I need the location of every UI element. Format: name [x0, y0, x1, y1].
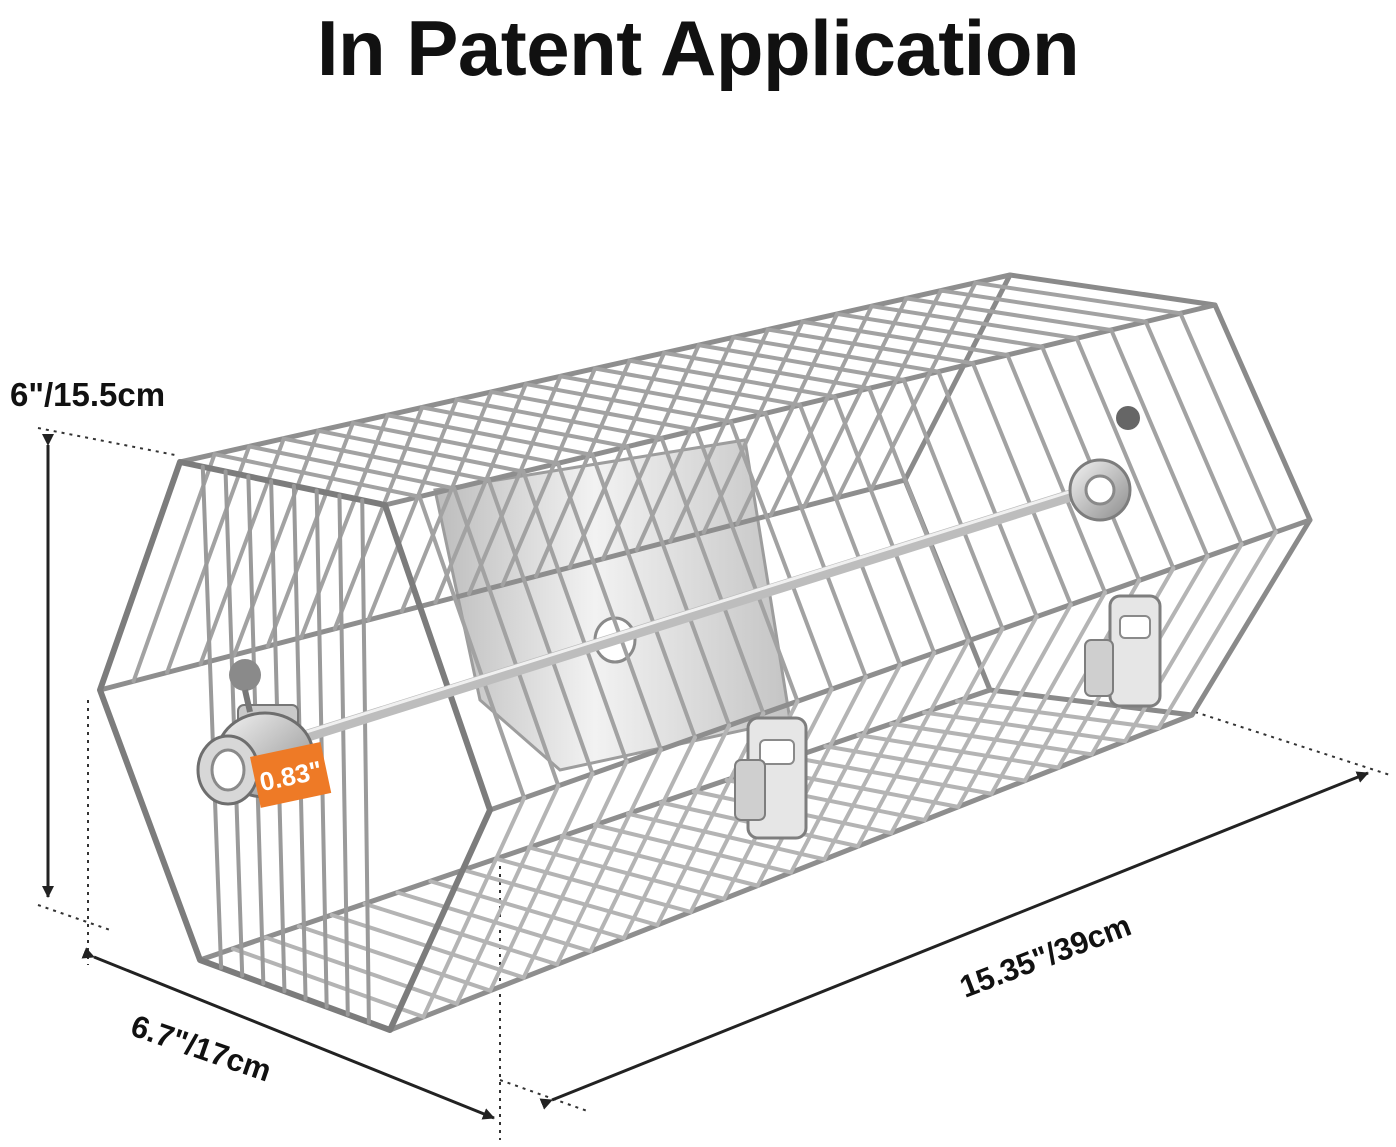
wire-bar	[768, 303, 1176, 571]
wire-bar-lower	[395, 735, 697, 954]
wire-bar-lower	[658, 638, 971, 849]
wire-bar-lower	[263, 783, 561, 1007]
wire-bar	[131, 451, 527, 800]
wire-bar	[835, 288, 1244, 547]
back-hub	[1068, 406, 1140, 522]
wire-bar-lower	[790, 590, 1107, 796]
wire-bar-lower	[362, 747, 663, 967]
wire-bar	[232, 428, 629, 764]
wire-bar	[668, 327, 1073, 607]
wire-bar	[701, 319, 1107, 595]
page-title: In Patent Application	[316, 4, 1080, 92]
front-wire	[200, 464, 224, 970]
wire-bar	[466, 374, 868, 680]
wire-bar	[299, 412, 697, 740]
dimension-arrows	[42, 434, 1369, 1120]
extension-lines	[37, 427, 1391, 1140]
wire-bar-lower	[428, 723, 732, 941]
spit-axle	[224, 474, 1126, 766]
wire-bar	[198, 436, 595, 776]
wire-bar-lower	[329, 759, 629, 980]
height-dimension-label: 6"/15.5cm	[10, 376, 166, 413]
wire-bar	[399, 389, 800, 704]
wire-bar-lower	[230, 795, 527, 1020]
wire-bar-lower	[461, 711, 766, 928]
front-wire	[360, 498, 371, 1025]
basket-front-frame	[97, 459, 493, 1033]
width-arrow	[81, 947, 495, 1120]
latch-back	[1084, 594, 1162, 708]
basket-wire-bars	[131, 280, 1278, 1020]
wire-bar-lower	[922, 542, 1244, 744]
wire-bar	[500, 366, 902, 667]
wire-bar-lower	[955, 530, 1278, 731]
wire-bar	[567, 350, 971, 643]
wire-bar	[332, 405, 732, 728]
wire-bar-lower	[889, 554, 1210, 757]
length-arrow	[539, 771, 1369, 1110]
wire-bar-lower	[625, 650, 937, 862]
latch-front	[734, 716, 808, 840]
wire-bar	[265, 420, 663, 752]
wire-bar	[601, 342, 1005, 631]
wire-bar	[366, 397, 766, 716]
wire-bar	[869, 280, 1278, 535]
wire-bar-lower	[296, 771, 595, 994]
wire-bar	[433, 381, 834, 692]
wire-bar	[634, 335, 1039, 619]
front-wire	[337, 493, 350, 1017]
wire-bar	[534, 358, 937, 655]
bore-size-tag: 0.83"	[250, 742, 332, 808]
wire-bar	[802, 296, 1210, 559]
wire-bar-lower	[757, 602, 1073, 810]
